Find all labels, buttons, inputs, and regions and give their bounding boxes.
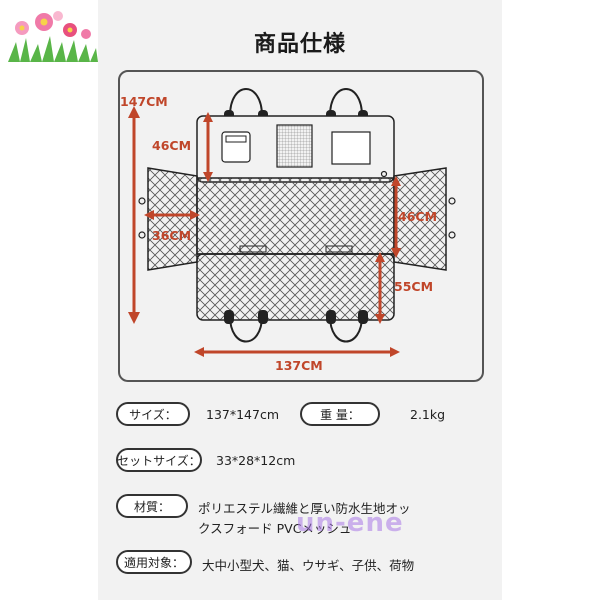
target-label-pill: 適用対象：	[116, 550, 192, 574]
weight-value: 2.1kg	[410, 407, 446, 422]
weight-label-pill: 重 量：	[300, 402, 380, 426]
back-height-label: 46CM	[152, 138, 192, 153]
seat-depth-label: 55CM	[394, 279, 434, 294]
material-label-pill: 材質：	[116, 494, 188, 518]
set-size-value: 33*28*12cm	[216, 453, 296, 468]
total-width-label: 137CM	[275, 358, 323, 373]
size-label-pill: サイズ：	[116, 402, 190, 426]
side-height-label: 46CM	[398, 209, 438, 224]
material-value-line1: ポリエステル繊維と厚い防水生地オッ	[198, 501, 411, 516]
flap-width-label: 36CM	[152, 228, 192, 243]
diagram-frame	[118, 70, 484, 382]
material-value-line2: クスフォード PVCメッシュ	[198, 521, 352, 536]
total-height-label: 147CM	[120, 94, 168, 109]
page-title: 商品仕様	[253, 32, 346, 57]
watermark: un-ene	[296, 508, 404, 538]
set-size-label-pill: セットサイズ：	[116, 448, 202, 472]
target-value: 大中小型犬、猫、ウサギ、子供、荷物	[202, 558, 415, 573]
size-value: 137*147cm	[206, 407, 280, 422]
flower-logo-icon	[8, 11, 98, 62]
